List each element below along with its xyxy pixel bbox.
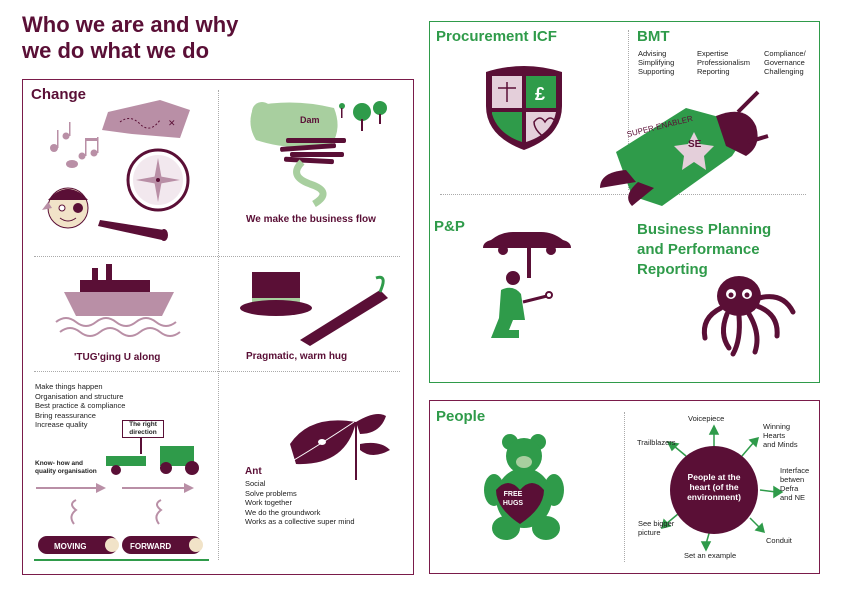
svg-text:✕: ✕ — [168, 118, 176, 128]
list-item: Best practice & compliance — [35, 401, 126, 410]
right-direction-sign: The right direction — [122, 420, 164, 438]
dam-illustration — [250, 101, 387, 208]
octopus-illustration — [701, 276, 796, 357]
business-flow-caption: We make the business flow — [246, 214, 376, 225]
page-title: Who we are and why we do what we do — [22, 12, 239, 63]
mechanic-illustration — [483, 232, 571, 338]
list-item: Make things happen — [35, 382, 103, 391]
procurement-heading: Procurement ICF — [436, 28, 557, 45]
ant-list: Social Solve problems Work together We d… — [245, 479, 355, 527]
people-center-label: People at the heart (of the environment) — [687, 472, 741, 502]
list-item: Work together — [245, 498, 292, 507]
list-item: Organisation and structure — [35, 391, 124, 401]
pragmatic-caption: Pragmatic, warm hug — [246, 351, 348, 362]
tractor-illustration — [106, 438, 199, 475]
bmt-col3: Compliance/ Governance Challenging — [764, 49, 806, 76]
train-illustration — [34, 499, 209, 561]
free-hugs-label: FREE HUGS — [502, 491, 524, 507]
spoke-diagram — [660, 424, 784, 552]
dam-label: Dam — [300, 115, 320, 125]
change-list: Make things happen Organisation and stru… — [35, 382, 125, 430]
list-item: Works as a collective super mind — [245, 517, 355, 526]
hat-umbrella-illustration — [240, 272, 388, 346]
winning-label: Winning Hearts and Minds — [763, 422, 798, 449]
divider — [34, 256, 400, 257]
divider — [218, 90, 219, 560]
bpr-heading: Business Planning and Performance Report… — [637, 221, 772, 278]
moving-label: MOVING — [54, 542, 87, 551]
trailblazers-label: Trailblazers — [637, 438, 676, 447]
divider — [624, 412, 625, 562]
conduit-label: Conduit — [766, 536, 792, 545]
forward-label: FORWARD — [130, 542, 172, 551]
teddy-bear-illustration — [484, 434, 564, 540]
voicepiece-label: Voicepiece — [688, 414, 725, 423]
se-label: SE — [688, 139, 702, 150]
list-item: Increase quality — [35, 420, 88, 429]
superhero-illustration — [600, 90, 769, 206]
knowhow-label: Know- how and quality organisation — [35, 460, 97, 475]
tug-caption: 'TUG'ging U along — [74, 352, 161, 363]
pirate-illustration: ✕ — [42, 100, 190, 241]
set-example-label: Set an example — [684, 551, 737, 560]
arrows — [36, 483, 194, 493]
list-item: Social — [245, 479, 266, 488]
ant-heading: Ant — [245, 466, 262, 477]
shield-icon: £ — [486, 66, 562, 150]
bmt-col2: Expertise Professionalism Reporting — [697, 49, 750, 76]
bmt-heading: BMT — [637, 28, 670, 45]
pp-heading: P&P — [434, 218, 465, 235]
svg-text:£: £ — [535, 84, 545, 104]
tug-boat-illustration — [55, 264, 181, 337]
change-heading: Change — [31, 86, 87, 103]
list-item: We do the groundwork — [245, 507, 321, 517]
see-bigger-label: See bigger picture — [638, 519, 675, 537]
bmt-col1: Advising Simplifying Supporting — [638, 49, 675, 76]
ant-leaf-illustration — [290, 414, 390, 480]
list-item: Bring reassurance — [35, 410, 96, 420]
divider — [628, 30, 629, 190]
people-heading: People — [436, 408, 486, 425]
interface-label: Interface betwen Defra and NE — [780, 466, 810, 502]
list-item: Solve problems — [245, 488, 297, 498]
divider — [34, 371, 400, 372]
divider — [440, 194, 806, 195]
